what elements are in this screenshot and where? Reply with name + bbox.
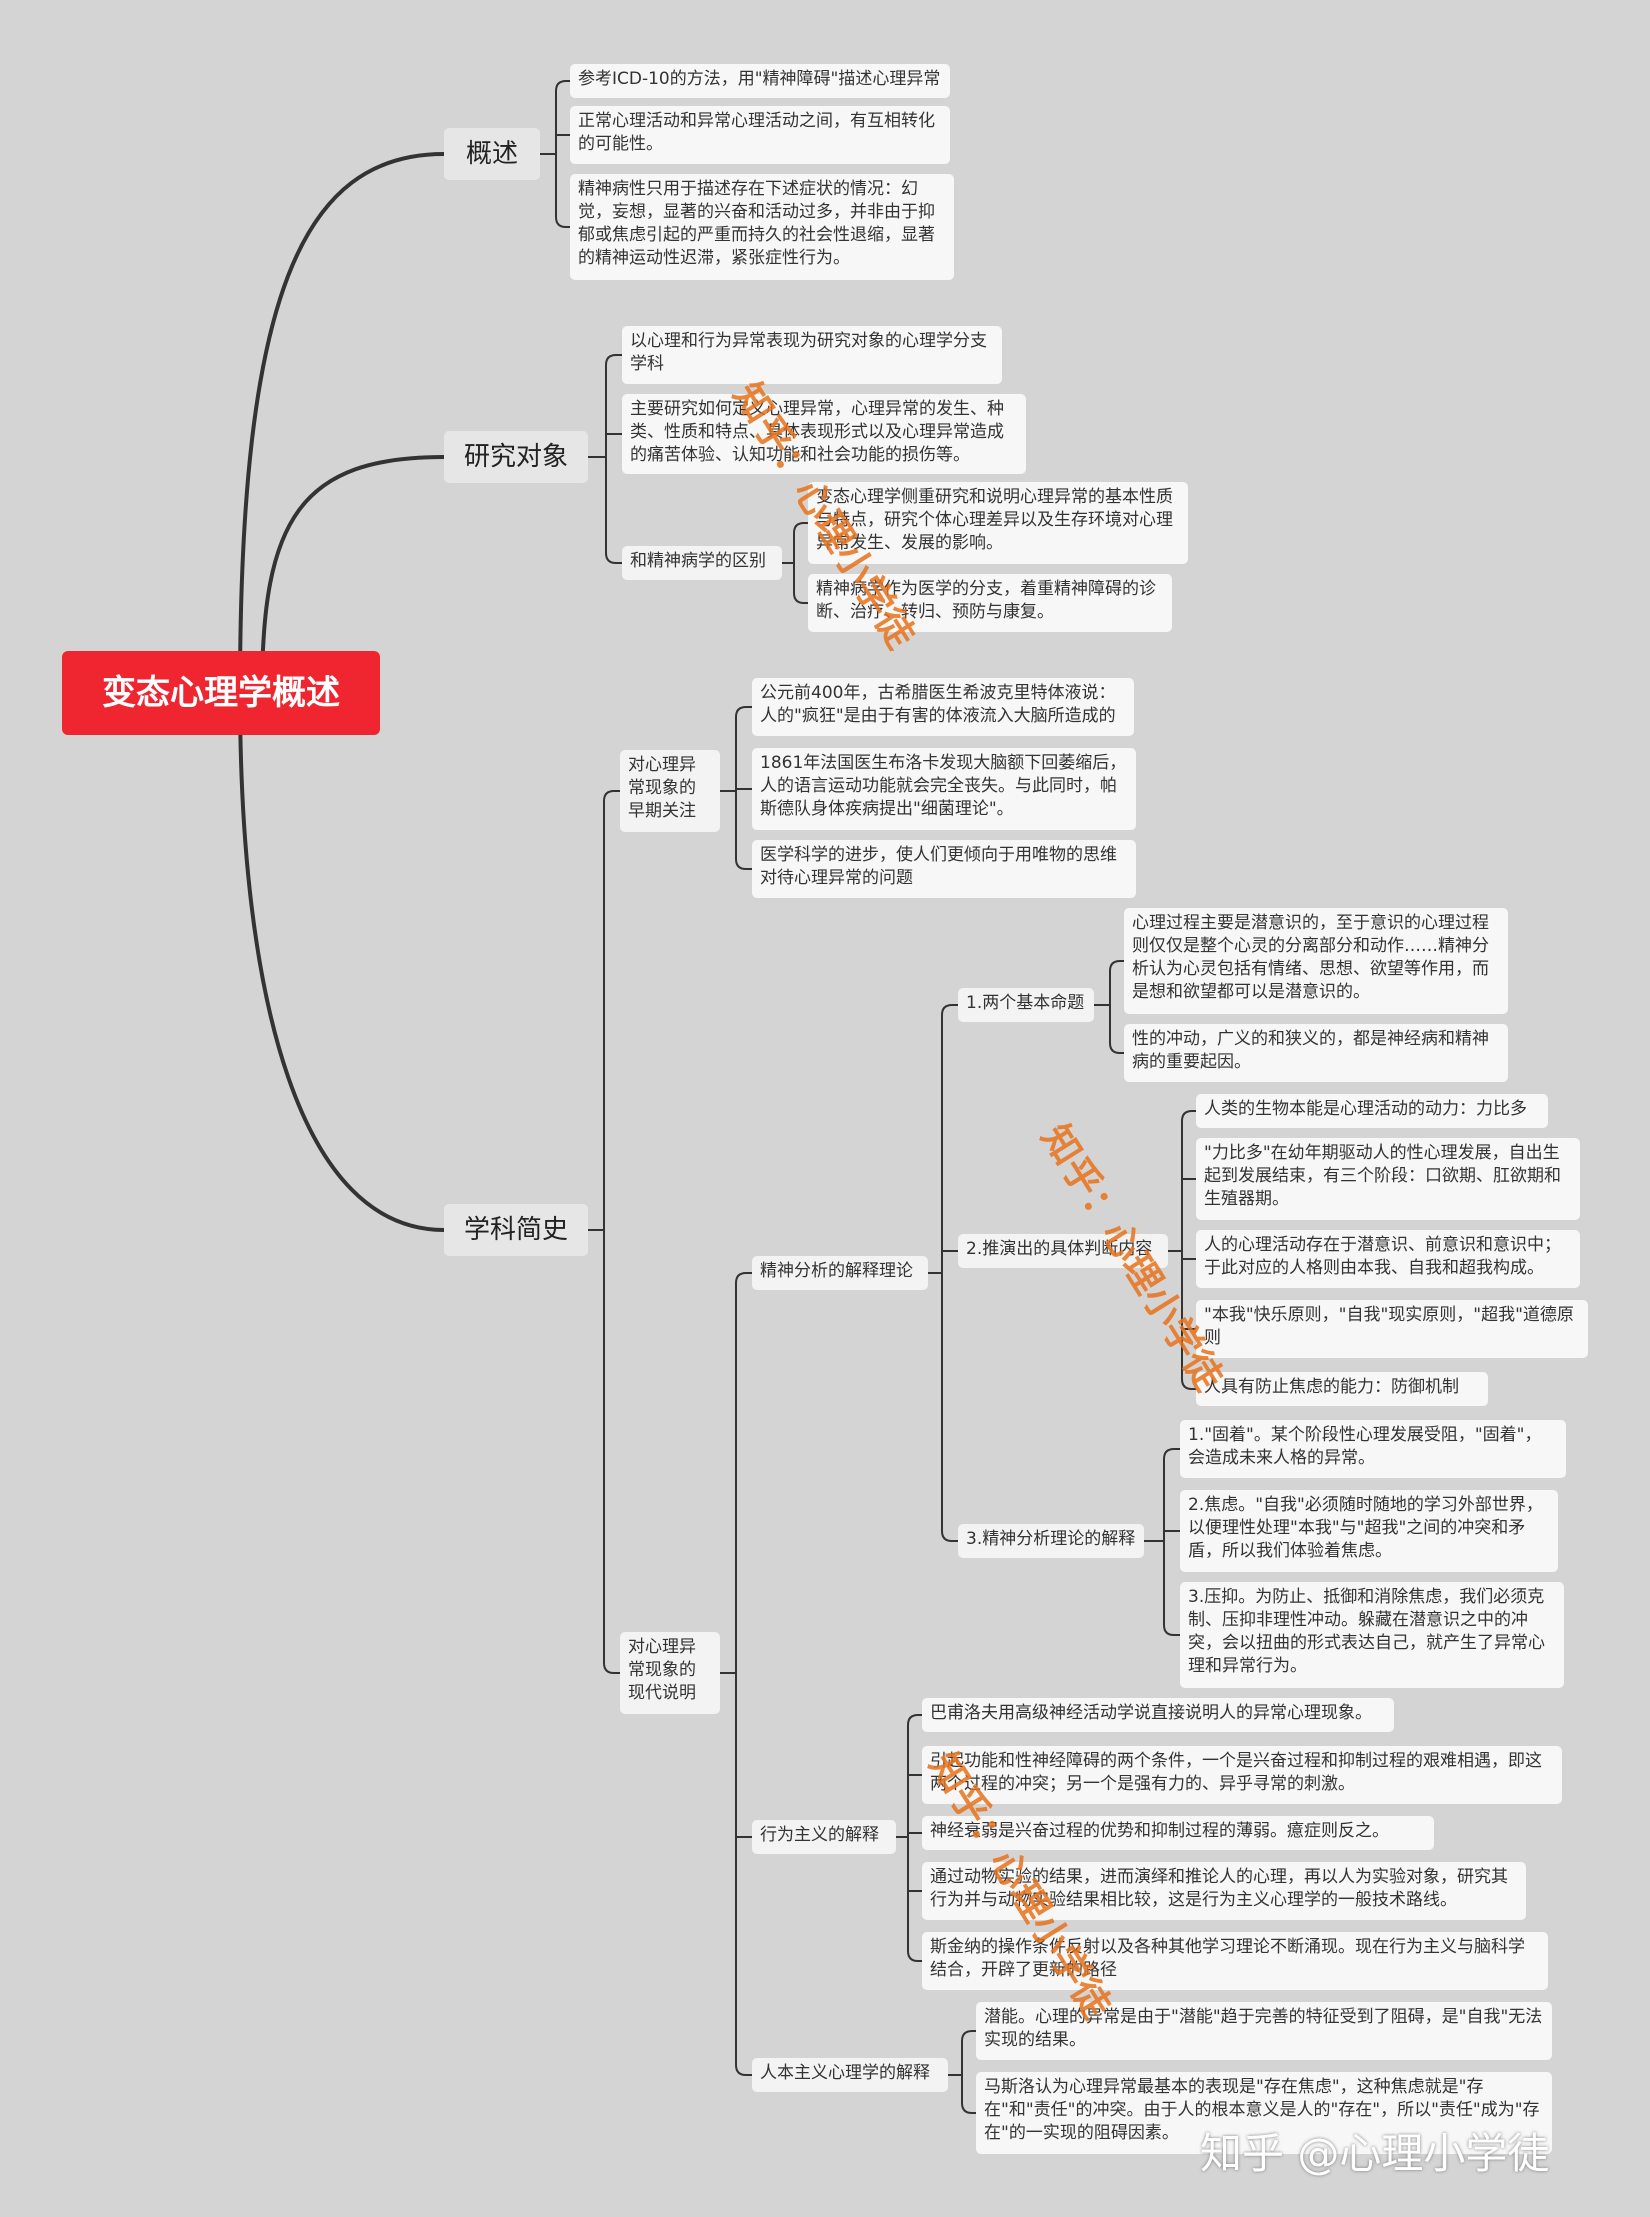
connector-psa2-branch [1181,1110,1196,1122]
connector-overview-branch [555,80,570,92]
explanation-item[interactable]: 1."固着"。某个阶段性心理发展受阻，"固着"，会造成未来人格的异常。 [1180,1420,1566,1478]
humanism-item[interactable]: 潜能。心理的异常是由于"潜能"趋于完善的特征受到了阻碍，是"自我"无法实现的结果… [976,2002,1552,2060]
behaviorism-label[interactable]: 行为主义的解释 [752,1820,896,1854]
connector-history-branch [603,1662,620,1674]
overview-item[interactable]: 参考ICD-10的方法，用"精神障碍"描述心理异常 [570,64,950,98]
connector-psa-branch [941,1004,958,1016]
judgment-item[interactable]: 人具有防止焦虑的能力：防御机制 [1196,1372,1488,1406]
psychoanalysis-propositions-label[interactable]: 1.两个基本命题 [958,988,1094,1022]
connector-psa1-branch [1109,960,1124,972]
connector-modern-branch [735,2064,752,2076]
connector-psa-branch [941,1530,958,1542]
overview-item[interactable]: 正常心理活动和异常心理活动之间，有互相转化的可能性。 [570,106,950,164]
difference-item[interactable]: 精神病学作为医学的分支，着重精神障碍的诊断、治疗、转归、预防与康复。 [808,574,1172,632]
signature: 知乎 @心理小学徒 [1200,2129,1550,2178]
connector-root-object [260,455,445,694]
connector-hum-branch [961,2102,976,2114]
connector-history-branch [603,790,620,802]
connector-root-history [238,692,445,1232]
humanism-item[interactable]: 马斯洛认为心理异常最基本的表现是"存在焦虑"，这种焦虑就是"存在"和"责任"的冲… [976,2072,1552,2154]
proposition-item[interactable]: 性的冲动，广义的和狭义的，都是神经病和精神病的重要起因。 [1124,1024,1508,1082]
psychoanalysis-label[interactable]: 精神分析的解释理论 [752,1256,928,1290]
behaviorism-item[interactable]: 巴甫洛夫用高级神经活动学说直接说明人的异常心理现象。 [922,1698,1394,1732]
connector-early-branch [735,706,752,718]
root-node[interactable]: 变态心理学概述 [62,651,380,735]
modern-explanation-label[interactable]: 对心理异常现象的现代说明 [620,1632,720,1714]
overview-item[interactable]: 精神病性只用于描述存在下述症状的情况：幻觉，妄想，显著的兴奋和活动过多，并非由于… [570,174,954,280]
connector-psa2-branch [1181,1378,1196,1390]
explanation-item[interactable]: 2.焦虑。"自我"必须随时随地的学习外部世界，以便理性处理"本我"与"超我"之间… [1180,1490,1558,1572]
connector-modern-branch [735,1272,752,1284]
connector-psa3-branch [1163,1624,1180,1636]
behaviorism-item[interactable]: 神经衰弱是兴奋过程的优势和抑制过程的薄弱。癔症则反之。 [922,1816,1434,1850]
early-item[interactable]: 医学科学的进步，使人们更倾向于用唯物的思维对待心理异常的问题 [752,840,1136,898]
psychoanalysis-explanation-label[interactable]: 3.精神分析理论的解释 [958,1524,1144,1558]
connector-object-branch [605,354,622,366]
connector-overview-branch [555,216,570,228]
section-history[interactable]: 学科简史 [444,1204,588,1256]
judgment-item[interactable]: "本我"快乐原则，"自我"现实原则，"超我"道德原则 [1196,1300,1588,1358]
connector-beh-branch [907,1950,922,1962]
connector-hum-branch [961,2030,976,2042]
difference-item[interactable]: 变态心理学侧重研究和说明心理异常的基本性质与特点，研究个体心理差异以及生存环境对… [808,482,1188,564]
behaviorism-item[interactable]: 引起功能和性神经障碍的两个条件，一个是兴奋过程和抑制过程的艰难相遇，即这两个过程… [922,1746,1562,1804]
psychiatry-difference-label[interactable]: 和精神病学的区别 [622,546,782,580]
connector-psa1-branch [1109,1042,1124,1054]
judgment-item[interactable]: "力比多"在幼年期驱动人的性心理发展，自出生起到发展结束，有三个阶段：口欲期、肛… [1196,1138,1580,1220]
object-definition[interactable]: 以心理和行为异常表现为研究对象的心理学分支学科 [622,326,1002,384]
psychoanalysis-judgments-label[interactable]: 2.推演出的具体判断内容 [958,1234,1168,1268]
humanism-label[interactable]: 人本主义心理学的解释 [752,2058,948,2092]
behaviorism-item[interactable]: 斯金纳的操作条件反射以及各种其他学习理论不断涌现。现在行为主义与脑科学结合，开辟… [922,1932,1548,1990]
connector-early-branch [735,858,752,870]
connector-diff-branch [793,522,808,534]
judgment-item[interactable]: 人类的生物本能是心理活动的动力：力比多 [1196,1094,1548,1128]
behaviorism-item[interactable]: 通过动物实验的结果，进而演绎和推论人的心理，再以人为实验对象，研究其行为并与动物… [922,1862,1526,1920]
connector-root-overview [238,152,445,694]
connector-psa3-branch [1163,1448,1180,1460]
judgment-item[interactable]: 人的心理活动存在于潜意识、前意识和意识中；于此对应的人格则由本我、自我和超我构成… [1196,1230,1580,1288]
early-item[interactable]: 公元前400年，古希腊医生希波克里特体液说：人的"疯狂"是由于有害的体液流入大脑… [752,678,1134,736]
connector-object-branch [605,552,622,564]
connector-diff-branch [793,592,808,604]
proposition-item[interactable]: 心理过程主要是潜意识的，至于意识的心理过程则仅仅是整个心灵的分离部分和动作……精… [1124,908,1508,1014]
early-attention-label[interactable]: 对心理异常现象的早期关注 [620,750,720,832]
explanation-item[interactable]: 3.压抑。为防止、抵御和消除焦虑，我们必须克制、压抑非理性冲动。躲藏在潜意识之中… [1180,1582,1564,1688]
connector-beh-branch [907,1714,922,1726]
section-research-object[interactable]: 研究对象 [444,431,588,483]
early-item[interactable]: 1861年法国医生布洛卡发现大脑额下回萎缩后，人的语言运动功能就会完全丧失。与此… [752,748,1136,830]
section-overview[interactable]: 概述 [444,128,540,180]
object-content[interactable]: 主要研究如何定义心理异常，心理异常的发生、种类、性质和特点、具体表现形式以及心理… [622,394,1026,474]
